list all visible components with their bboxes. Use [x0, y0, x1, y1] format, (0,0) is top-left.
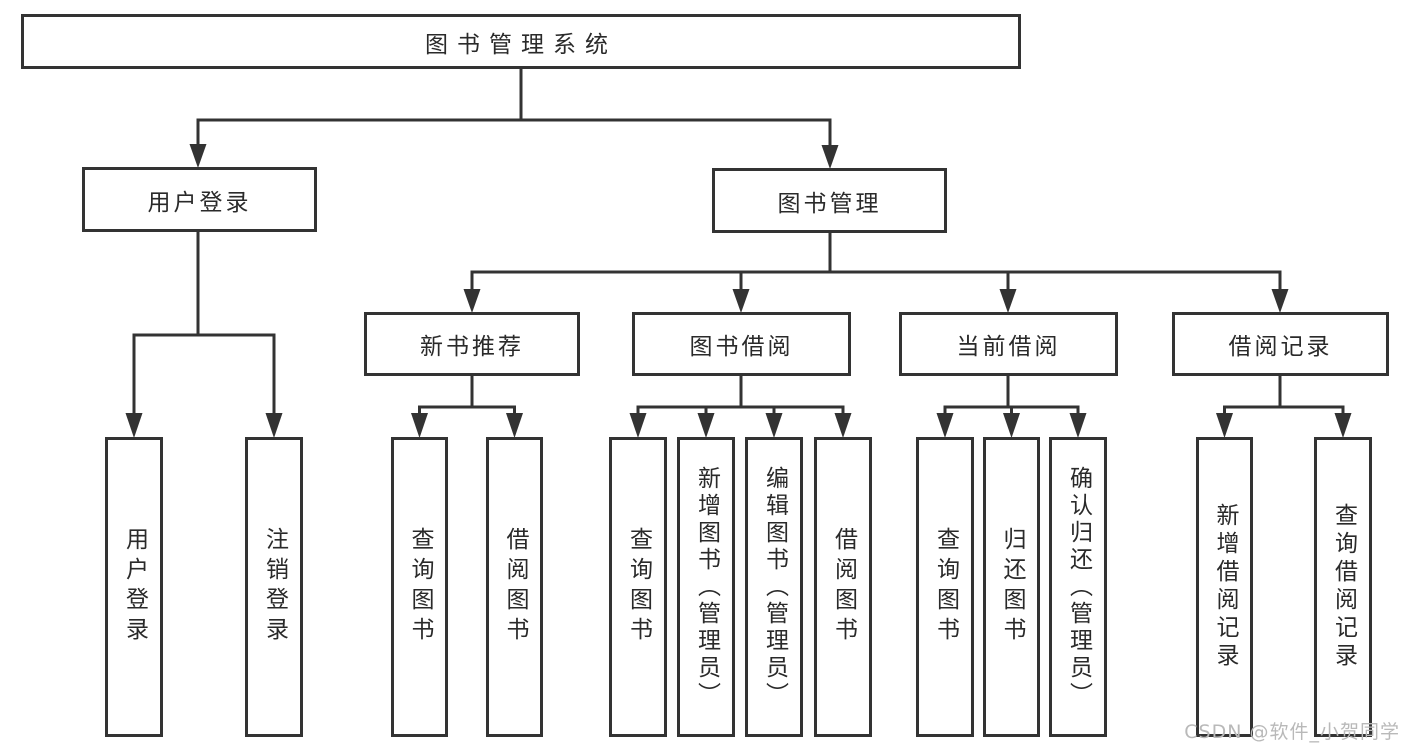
node-borrow-record: 借阅记录: [1172, 312, 1389, 376]
node-user-login: 用户登录: [82, 167, 317, 232]
arrowheads: [125, 144, 1352, 438]
leaf-query-borrow-record-label: 查询借阅记录: [1330, 503, 1357, 671]
node-new-book-recommend: 新书推荐: [364, 312, 580, 376]
leaf-query-book-1: 查询图书: [391, 437, 448, 737]
leaf-query-book-2-label: 查询图书: [625, 527, 652, 647]
leaf-confirm-return-label: 确认归还（管理员）: [1065, 465, 1092, 709]
leaf-add-book: 新增图书（管理员）: [677, 437, 735, 737]
node-root: 图书管理系统: [21, 14, 1021, 69]
leaf-return-book-label: 归还图书: [999, 527, 1025, 647]
leaf-query-book-2: 查询图书: [609, 437, 667, 737]
leaf-add-borrow-record: 新增借阅记录: [1196, 437, 1253, 737]
node-book-borrow: 图书借阅: [632, 312, 851, 376]
leaf-user-login: 用户登录: [105, 437, 163, 737]
leaf-borrow-book-2: 借阅图书: [814, 437, 872, 737]
leaf-user-login-label: 用户登录: [121, 527, 148, 647]
leaf-query-book-1-label: 查询图书: [407, 527, 433, 647]
leaf-borrow-book-1: 借阅图书: [486, 437, 543, 737]
leaf-query-book-3: 查询图书: [916, 437, 974, 737]
leaf-edit-book-label: 编辑图书（管理员）: [761, 465, 788, 709]
csdn-watermark: CSDN @软件_小贺同学: [1184, 721, 1400, 743]
leaf-logout: 注销登录: [245, 437, 303, 737]
node-current-borrow: 当前借阅: [899, 312, 1118, 376]
leaf-return-book: 归还图书: [983, 437, 1040, 737]
node-book-management: 图书管理: [712, 168, 947, 233]
leaf-edit-book: 编辑图书（管理员）: [745, 437, 803, 737]
leaf-query-book-3-label: 查询图书: [932, 527, 959, 647]
leaf-query-borrow-record: 查询借阅记录: [1314, 437, 1372, 737]
leaf-confirm-return: 确认归还（管理员）: [1049, 437, 1107, 737]
leaf-add-book-label: 新增图书（管理员）: [693, 465, 720, 709]
leaf-borrow-book-2-label: 借阅图书: [830, 527, 857, 647]
leaf-add-borrow-record-label: 新增借阅记录: [1212, 503, 1238, 671]
leaf-borrow-book-1-label: 借阅图书: [502, 527, 528, 647]
leaf-logout-label: 注销登录: [261, 527, 288, 647]
